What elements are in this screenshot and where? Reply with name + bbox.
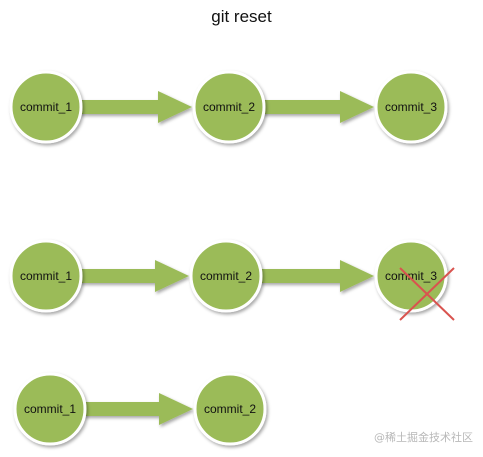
commit-circle	[9, 70, 83, 144]
commit-circle	[374, 70, 448, 144]
removed-cross-icon	[399, 267, 455, 321]
arrow-row3-1	[83, 393, 193, 425]
commit-node: commit_2	[193, 372, 267, 446]
commit-circle	[9, 239, 83, 313]
commit-circle	[192, 70, 266, 144]
arrow-row1-2	[262, 91, 374, 123]
commit-label: commit_1	[20, 100, 72, 114]
commit-label: commit_2	[200, 269, 252, 283]
commit-circle	[193, 372, 267, 446]
commit-label: commit_2	[203, 100, 255, 114]
commit-node: commit_1	[13, 372, 87, 446]
diagram-title: git reset	[211, 7, 272, 26]
commit-label: commit_3	[385, 269, 437, 283]
commit-node: commit_1	[9, 239, 83, 313]
commit-node: commit_3	[374, 70, 448, 144]
watermark: @稀土掘金技术社区	[374, 431, 473, 444]
arrow-row2-1	[79, 260, 189, 292]
commit-node: commit_2	[192, 70, 266, 144]
commit-circle	[13, 372, 87, 446]
commit-node: commit_3	[374, 239, 448, 313]
commit-node: commit_2	[189, 239, 263, 313]
arrow-row2-2	[259, 260, 374, 292]
commit-label: commit_2	[204, 402, 256, 416]
arrow-row1-1	[79, 91, 192, 123]
commit-label: commit_3	[385, 100, 437, 114]
commit-circle	[189, 239, 263, 313]
commit-label: commit_1	[20, 269, 72, 283]
commit-node: commit_1	[9, 70, 83, 144]
commit-label: commit_1	[24, 402, 76, 416]
